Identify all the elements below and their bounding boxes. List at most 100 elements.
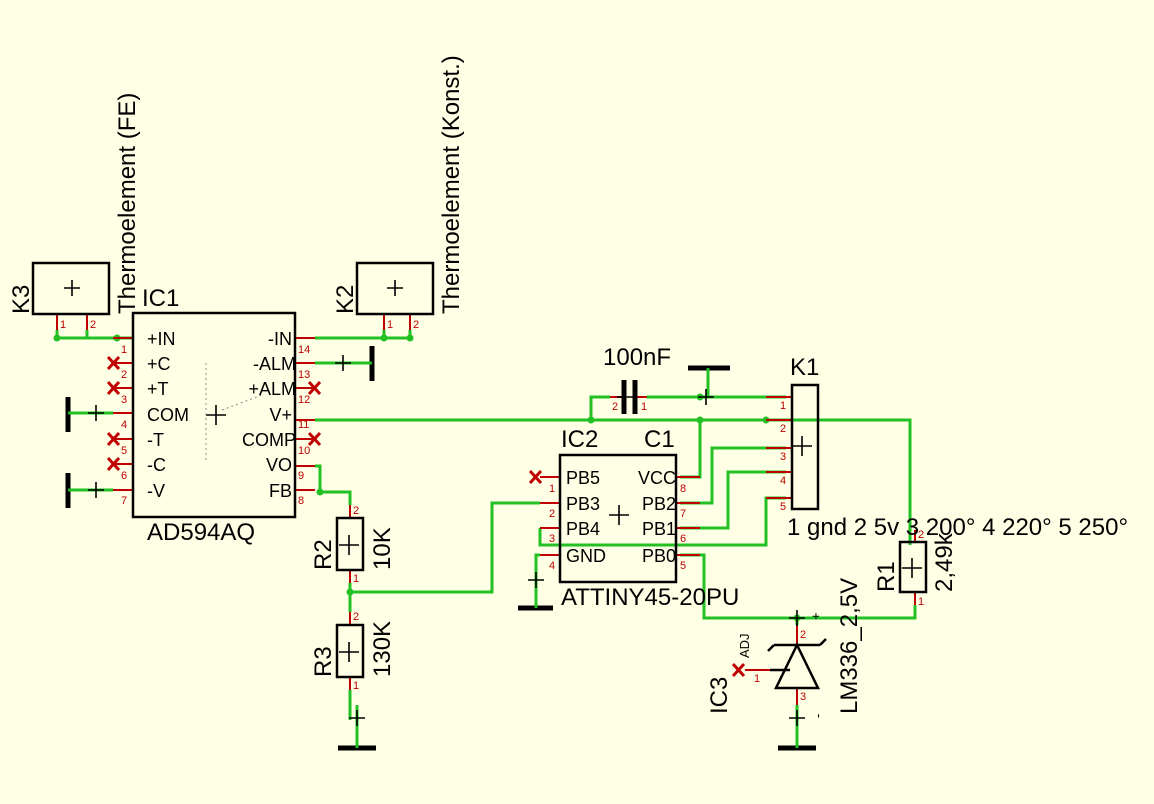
ic2-pin-num: 6 (680, 533, 686, 545)
origin-cross-icon (339, 642, 359, 662)
k1-pin-num: 4 (780, 475, 786, 487)
ic2-pin-name: GND (566, 546, 606, 566)
c1-value: 100nF (603, 344, 671, 371)
ic2-left-pins: PB5 PB3 PB4 GND 1 2 3 4 (549, 468, 606, 572)
k1-body[interactable] (790, 383, 820, 511)
ic3-pin-2: 2 (800, 629, 806, 641)
r3-pin-2: 2 (353, 611, 359, 623)
r3-body[interactable] (335, 623, 365, 679)
origin-cross-icon (698, 389, 714, 405)
junction-dot (696, 416, 704, 424)
k1-pin-num: 5 (780, 501, 786, 513)
junction-dot (587, 416, 595, 424)
junction-dot (406, 334, 414, 342)
no-connect-icon (307, 431, 322, 447)
ic2-pin-name: PB5 (566, 468, 600, 488)
origin-cross-icon (339, 535, 359, 555)
ic2-pin-name: PB2 (642, 494, 676, 514)
net-pb3[interactable] (350, 501, 540, 594)
no-connect-icon (106, 431, 121, 447)
origin-marks (64, 280, 922, 726)
junction-dot (380, 334, 388, 342)
ic1-body[interactable] (131, 311, 297, 519)
ic1-pin-num: 3 (121, 394, 127, 406)
k1-value: 1 gnd 2 5v 3 200° 4 220° 5 250° (787, 514, 1128, 541)
k1-pin-nums: 1 2 3 4 5 (780, 400, 786, 513)
k3-body[interactable] (31, 261, 111, 316)
k1-pin-num: 3 (780, 451, 786, 463)
ic2-body[interactable] (558, 453, 678, 584)
net-vcc[interactable] (680, 420, 702, 479)
ic3-adj-label: ADJ (737, 633, 752, 658)
c1-name: C1 (644, 426, 675, 453)
r2-pin-1: 1 (353, 573, 359, 585)
r2-value: 10K (369, 527, 396, 570)
no-connect-icon (106, 456, 121, 472)
junction-dot (53, 334, 61, 342)
ic3-zener-icon[interactable] (773, 642, 821, 690)
junction-dot (316, 488, 324, 496)
net-c1-left[interactable] (589, 395, 610, 420)
origin-cross-icon (902, 558, 922, 578)
ic1-pin-name: FB (269, 481, 292, 501)
labels: K3 Thermoelement (FE) K2 Thermoelement (… (8, 55, 1128, 718)
ic2-pin-num: 8 (680, 483, 686, 495)
c1-pin-1: 1 (641, 401, 647, 413)
ic1-pin-name: -T (147, 430, 164, 450)
k1-name: K1 (790, 354, 819, 381)
ic1-pin-name: -V (147, 481, 165, 501)
ic1-pin-num: 7 (121, 495, 127, 507)
ic1-pin-num: 2 (121, 369, 127, 381)
ic1-pin-num: 12 (298, 394, 310, 406)
k2-name: K2 (332, 285, 359, 314)
ic1-pin-name: +T (147, 379, 169, 399)
component-bodies (31, 261, 928, 690)
r1-body[interactable] (898, 540, 928, 594)
ic1-pin-num: 1 (121, 344, 127, 356)
r2-body[interactable] (335, 516, 365, 572)
ic2-pin-num: 7 (680, 508, 686, 520)
no-connect-icon (731, 662, 746, 678)
k2-body[interactable] (355, 261, 435, 316)
k1-pin-num: 2 (780, 423, 786, 435)
ic2-pin-num: 5 (680, 560, 686, 572)
net-vo-fb[interactable] (315, 464, 352, 505)
r3-value: 130K (369, 621, 396, 677)
ic2-value: ATTINY45-20PU (561, 584, 739, 611)
ic3-value: LM336_2,5V (836, 578, 863, 714)
net-pb1[interactable] (680, 470, 786, 530)
ic1-right-pins: -IN -ALM +ALM V+ COMP VO FB (242, 329, 296, 501)
r2-pin-2: 2 (353, 505, 359, 517)
r2-name: R2 (310, 539, 337, 570)
ic1-pin-num: 5 (121, 445, 127, 457)
net-vplus[interactable] (315, 418, 912, 545)
ic1-pin-name: +ALM (248, 379, 296, 399)
origin-cross-icon (789, 710, 805, 726)
r1-pin-1: 1 (918, 596, 924, 608)
r1-value: 2,49k (931, 532, 958, 592)
ic1-pin-name: -ALM (253, 354, 296, 374)
no-connect-icon (106, 355, 121, 371)
ic2-name: IC2 (561, 426, 598, 453)
r1-name: R1 (873, 561, 900, 592)
ic2-pin-name: PB1 (642, 519, 676, 539)
ic2-pin-num: 4 (549, 560, 555, 572)
origin-cross-icon (609, 505, 629, 525)
junction-dot (346, 588, 354, 596)
ic2-pin-name: PB3 (566, 494, 600, 514)
ic2-pin-name: VCC (638, 468, 676, 488)
ic1-pin-num: 8 (298, 495, 304, 507)
no-connect-icon (307, 380, 322, 396)
ic2-right-pins: VCC PB2 PB1 PB0 (638, 468, 676, 566)
origin-cross-icon (206, 405, 226, 425)
ic1-pin-name: VO (266, 455, 292, 475)
ic1-right-pin-nums: 14 13 12 11 10 9 8 (298, 344, 310, 507)
origin-cross-icon (88, 482, 104, 498)
ic1-pin-name: V+ (269, 405, 292, 425)
ic3-plus-label: + (808, 612, 823, 620)
k3-pin-1: 1 (60, 319, 66, 331)
ic1-left-pins: +IN +C +T COM -T -C -V 1 2 3 4 5 6 7 (121, 329, 189, 507)
k2-pin-2: 2 (413, 319, 419, 331)
ic2-pin-name: PB0 (642, 546, 676, 566)
